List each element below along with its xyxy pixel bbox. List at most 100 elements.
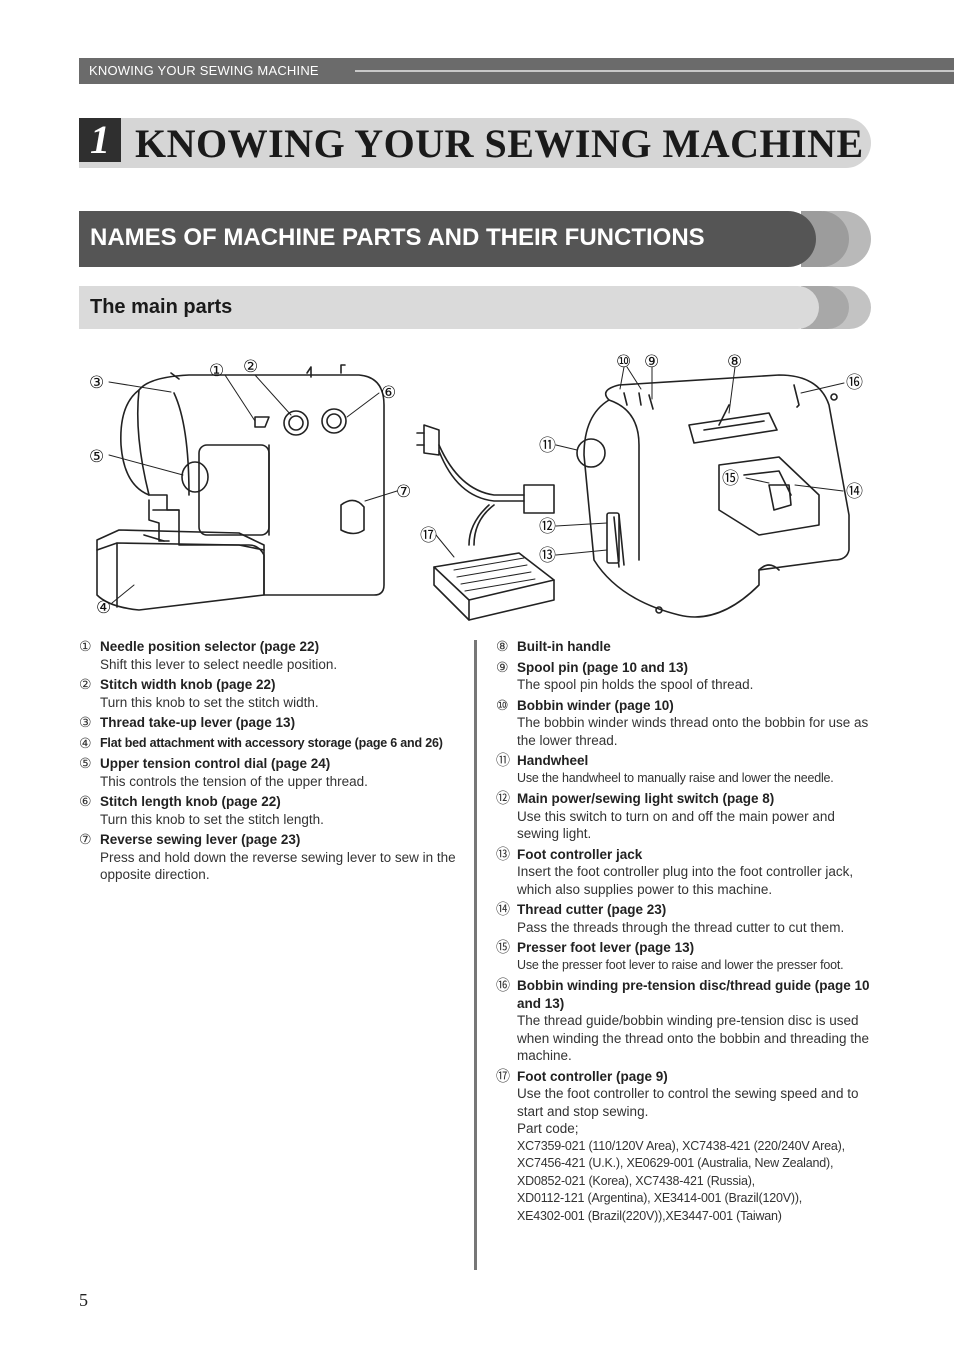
part-item: ⑯ Bobbin winding pre-tension disc/thread… [496,977,876,1065]
callout-2: ② [243,357,258,377]
callout-3: ③ [89,373,104,393]
part-item: ③ Thread take-up lever (page 13) [79,714,459,732]
subsection-heading-bar [79,286,819,329]
part-number: ⑫ [496,790,510,806]
part-heading: Stitch width knob (page 22) [100,677,276,692]
part-heading: Presser foot lever (page 13) [517,940,695,955]
machine-parts-illustration: ① ② ③ ④ ⑤ ⑥ ⑦ ⑧ ⑨ ⑩ ⑪ ⑫ ⑬ ⑭ ⑮ ⑯ ⑰ [89,352,863,621]
part-heading: Stitch length knob (page 22) [100,794,281,809]
part-description: Use this switch to turn on and off the m… [517,808,835,842]
column-divider [474,640,477,1270]
part-number: ⑮ [496,939,510,955]
part-description: Use the foot controller to control the s… [517,1086,859,1119]
section-heading: NAMES OF MACHINE PARTS AND THEIR FUNCTIO… [79,211,871,267]
part-code-line: XE4302-001 (Brazil(220V)),XE3447-001 (Ta… [517,1208,782,1223]
page-number: 5 [79,1290,88,1310]
part-item: ⑫ Main power/sewing light switch (page 8… [496,790,876,843]
part-heading: Thread take-up lever (page 13) [100,715,296,730]
part-code-line: XD0112-121 (Argentina), XE3414-001 (Braz… [517,1191,803,1205]
part-heading: Flat bed attachment with accessory stora… [100,735,443,750]
parts-list-right: ⑧ Built-in handle ⑨ Spool pin (page 10 a… [496,638,876,1228]
part-item: ⑭ Thread cutter (page 23) Pass the threa… [496,901,876,936]
part-heading: Thread cutter (page 23) [517,902,667,917]
part-item: ⑥ Stitch length knob (page 22) Turn this… [79,793,459,828]
part-description: This controls the tension of the upper t… [100,773,368,789]
callout-5: ⑤ [89,447,104,467]
callout-10: ⑩ [616,352,631,372]
section-title: NAMES OF MACHINE PARTS AND THEIR FUNCTIO… [90,224,705,251]
part-heading: Upper tension control dial (page 24) [100,756,331,771]
part-item: ⑪ Handwheel Use the handwheel to manuall… [496,752,876,787]
part-description: Insert the foot controller plug into the… [517,864,854,897]
part-number: ⑬ [496,845,510,862]
callout-15: ⑮ [722,469,739,489]
part-heading: Main power/sewing light switch (page 8) [517,791,775,806]
part-description: The spool pin holds the spool of thread. [517,677,754,692]
part-item: ⑨ Spool pin (page 10 and 13) The spool p… [496,659,876,694]
part-description: Turn this knob to set the stitch length. [100,811,324,827]
part-heading: Spool pin (page 10 and 13) [517,659,689,675]
part-item: ⑩ Bobbin winder (page 10) The bobbin win… [496,697,876,750]
part-heading: Needle position selector (page 22) [100,639,320,654]
chapter-title: KNOWING YOUR SEWING MACHINE [135,121,864,166]
part-number: ⑥ [79,793,92,809]
callout-6: ⑥ [381,383,396,403]
part-heading: Built-in handle [517,639,611,654]
part-item: ⑤ Upper tension control dial (page 24) T… [79,755,459,790]
part-code-line: XC7456-421 (U.K.), XE0629-001 (Australia… [517,1156,834,1170]
part-description: The thread guide/bobbin winding pre-tens… [517,1013,870,1063]
callout-14: ⑭ [846,482,863,502]
part-heading: Foot controller jack [517,846,643,862]
part-number: ⑭ [496,901,510,917]
part-description: Pass the threads through the thread cutt… [517,919,845,935]
callout-leader-lines [108,366,845,604]
part-item: ⑮ Presser foot lever (page 13) Use the p… [496,939,876,974]
part-number: ⑩ [496,696,509,713]
part-description: Use the handwheel to manually raise and … [517,770,834,785]
part-description: Turn this knob to set the stitch width. [100,694,319,710]
callout-12: ⑫ [539,517,556,537]
part-number: ⑯ [496,977,510,993]
part-number: ⑪ [496,752,510,768]
callout-13: ⑬ [539,546,556,566]
section-heading-bar [79,211,816,267]
machine-front-view [96,364,385,611]
running-header-text: KNOWING YOUR SEWING MACHINE [89,63,319,78]
part-description: Shift this lever to select needle positi… [100,656,338,672]
part-heading: Bobbin winder (page 10) [517,697,674,713]
machine-rear-view [576,374,850,618]
part-number: ③ [79,714,92,730]
part-number: ⑨ [496,658,509,675]
callout-17: ⑰ [420,526,437,546]
power-cord [416,424,555,546]
callout-1: ① [209,361,224,381]
part-number: ⑧ [496,638,509,654]
part-number: ① [79,638,92,654]
part-item: ⑬ Foot controller jack Insert the foot c… [496,846,876,899]
chapter-number: 1 [79,118,121,162]
part-item: ④ Flat bed attachment with accessory sto… [79,735,459,753]
part-number: ② [79,676,92,692]
callout-11: ⑪ [539,436,556,456]
chapter-heading-band [79,118,871,168]
callout-9: ⑨ [644,352,659,372]
running-header: KNOWING YOUR SEWING MACHINE [79,58,954,84]
part-description: The bobbin winder winds thread onto the … [517,715,869,748]
part-number: ⑰ [496,1067,510,1084]
part-number: ⑦ [79,831,92,847]
part-item: ⑧ Built-in handle [496,638,876,656]
part-number: ⑤ [79,755,92,771]
part-description: Use the presser foot lever to raise and … [517,957,844,972]
part-heading: Bobbin winding pre-tension disc/thread g… [517,978,870,1011]
part-item: ⑰ Foot controller (page 9) Use the foot … [496,1068,876,1226]
subsection-title: The main parts [90,296,233,318]
part-item: ② Stitch width knob (page 22) Turn this … [79,676,459,711]
part-item: ⑦ Reverse sewing lever (page 23) Press a… [79,831,459,884]
part-item: ① Needle position selector (page 22) Shi… [79,638,459,673]
foot-controller [433,552,555,621]
part-heading: Reverse sewing lever (page 23) [100,832,301,847]
callout-8: ⑧ [727,352,742,372]
callout-7: ⑦ [396,482,411,502]
part-heading: Handwheel [517,753,589,768]
running-header-rule [355,70,954,72]
